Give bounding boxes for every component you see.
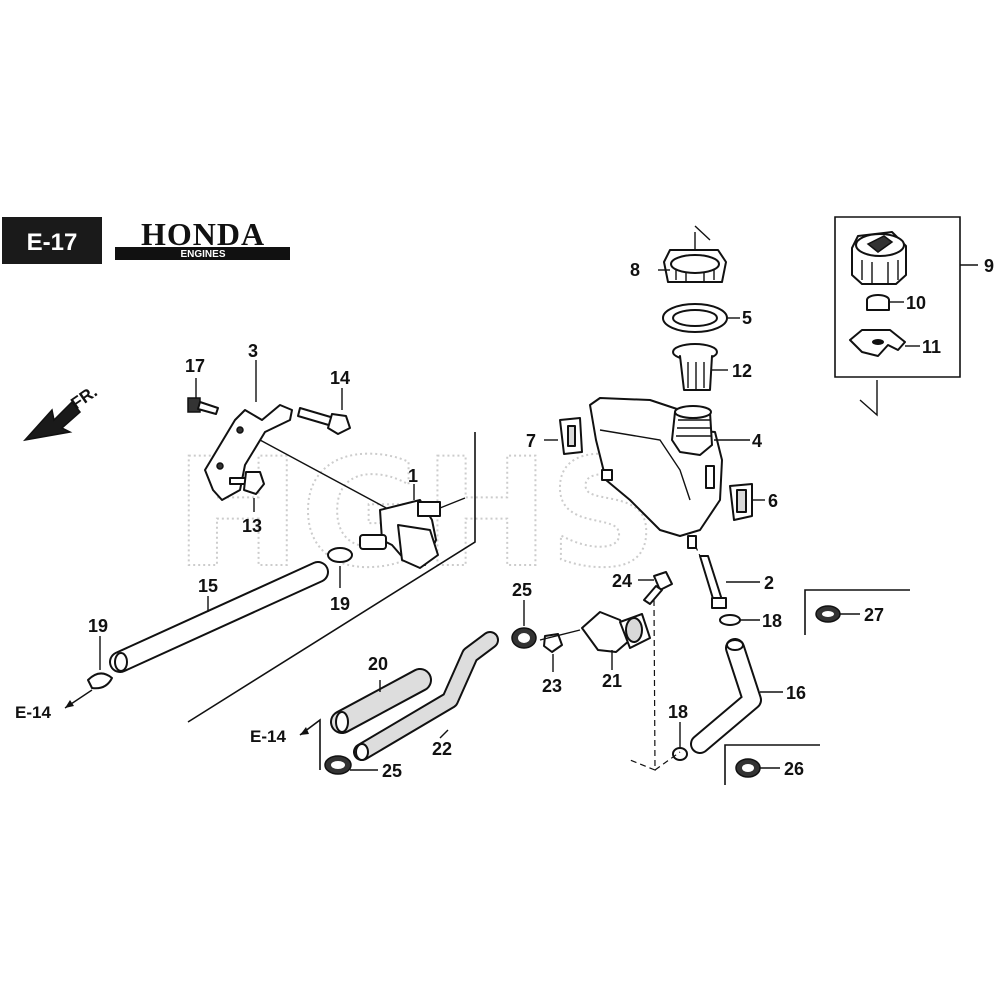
section-code-box [2,217,102,264]
ref-arrow-icon [65,700,74,708]
callout-2: 2 [764,573,774,593]
part-25-clamp-upper [511,627,537,649]
part-6-grommet [729,483,753,521]
part-14-bolt [297,407,351,435]
part-21-strainer [581,611,651,653]
callout-13: 13 [242,516,262,536]
part-9-fuel-cap [851,231,907,285]
callout-10: 10 [906,293,926,313]
section-code: E-17 [27,229,78,256]
callout-24: 24 [612,571,632,591]
callout-11: 11 [922,337,941,357]
part-16-hose [690,638,762,754]
part-11-tether [849,329,906,357]
callout-3: 3 [248,341,258,361]
part-4-fuel-tank [589,397,723,549]
part-8-nut [663,249,727,283]
callout-14: 14 [330,368,350,388]
callout-25a: 25 [512,580,532,600]
part-9-frame [834,216,961,378]
part-25-clamp-lower [324,755,352,775]
part-13-bolt [229,471,265,495]
callout-21: 21 [602,671,622,691]
part-18-clip [672,747,688,761]
callouts: 17 3 14 13 1 19 15 19 8 5 12 4 7 6 2 18 … [88,256,994,781]
ref-arrow-icon [300,727,309,735]
callout-18b: 18 [668,702,688,722]
callout-20: 20 [368,654,388,674]
part-1-fuel-valve [259,439,466,569]
part-7-grommet [559,417,583,455]
callout-23: 23 [542,676,562,696]
callout-27: 27 [864,605,884,625]
callout-22: 22 [432,739,452,759]
part-2-bolt [699,555,727,609]
assembly-line [859,380,878,417]
callout-leaders [99,264,978,771]
part-26-clamp [735,758,761,778]
assembly-line [654,751,681,771]
callout-19a: 19 [88,616,108,636]
part-3-bracket [204,404,293,501]
bracket-hole [236,426,244,434]
ref-e14-left: E-14 [15,703,51,722]
part-27-frame [804,589,910,635]
part-19-clip [87,672,113,690]
part-20-hose [330,668,432,734]
callout-6: 6 [768,491,778,511]
brand-sub: ENGINES [180,249,225,260]
frame-line [187,432,476,723]
brand-logo: HONDA [141,216,265,252]
part-22-hose [353,631,499,761]
part-12-filter [672,343,718,391]
part-5-gasket [662,303,728,333]
part-27-clamp [815,605,841,623]
part-24-bolt [643,571,673,605]
header: E-17 HONDA ENGINES [2,216,290,264]
callout-9: 9 [984,256,994,276]
callout-7: 7 [526,431,536,451]
assembly-line [694,225,711,250]
callout-18a: 18 [762,611,782,631]
bracket-hole [216,462,224,470]
callout-19b: 19 [330,594,350,614]
callout-5: 5 [742,308,752,328]
part-10-seal [866,294,890,311]
callout-26: 26 [784,759,804,779]
arrow-icon [22,400,82,442]
callout-8: 8 [630,260,640,280]
ref-e14-center: E-14 [250,727,286,746]
callout-4: 4 [752,431,762,451]
part-17-bolt [187,397,219,415]
part-26-frame [724,744,820,785]
callout-1: 1 [408,466,418,486]
part-19-clamp [327,547,353,563]
part-15-hose [109,561,329,673]
callout-15: 15 [198,576,218,596]
callout-12: 12 [732,361,752,381]
part-18-washer [719,614,741,626]
front-direction-arrow: FR. [22,382,101,442]
callout-16: 16 [786,683,806,703]
callout-25b: 25 [382,761,402,781]
callout-17: 17 [185,356,205,376]
brand-underbar [115,247,290,260]
